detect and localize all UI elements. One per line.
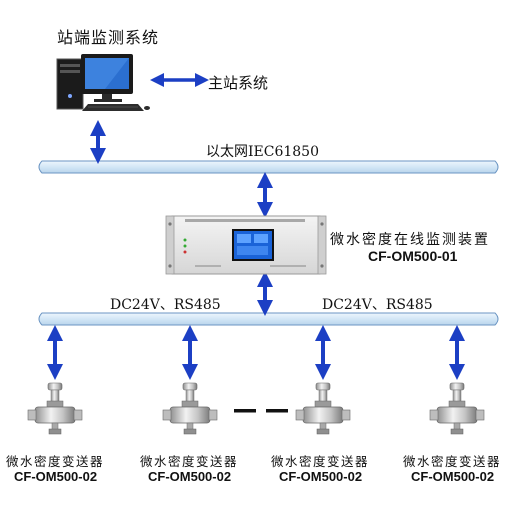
transmitter-4-model: CF-OM500-02 bbox=[411, 469, 495, 484]
monitor-device-icon bbox=[165, 215, 327, 275]
transmitter-2-name: 微水密度变送器 bbox=[140, 454, 239, 469]
transmitter-3-name: 微水密度变送器 bbox=[271, 454, 370, 469]
transmitter-4-icon bbox=[429, 382, 485, 435]
field-bus-label-left: DC24V、RS485 bbox=[110, 297, 221, 313]
more-transmitters-dashes bbox=[234, 409, 288, 413]
transmitter-1-name: 微水密度变送器 bbox=[6, 454, 105, 469]
transmitter-4-name: 微水密度变送器 bbox=[403, 454, 502, 469]
monitor-device-name: 微水密度在线监测装置 bbox=[330, 232, 490, 248]
field-bus bbox=[38, 312, 499, 326]
ethernet-bus-label: 以太网IEC61850 bbox=[206, 144, 319, 160]
transmitter-1-model: CF-OM500-02 bbox=[14, 469, 98, 484]
monitor-device-model: CF-OM500-01 bbox=[368, 248, 458, 264]
ethernet-bus bbox=[38, 160, 499, 174]
master-station-label: 主站系统 bbox=[208, 74, 269, 92]
transmitter-3-icon bbox=[295, 382, 351, 435]
transmitter-2-icon bbox=[162, 382, 218, 435]
transmitter-3-model: CF-OM500-02 bbox=[279, 469, 363, 484]
transmitter-1-icon bbox=[27, 382, 83, 435]
workstation-icon bbox=[56, 54, 150, 111]
field-bus-label-right: DC24V、RS485 bbox=[322, 297, 433, 313]
page-title: 站端监测系统 bbox=[57, 28, 160, 47]
transmitter-2-model: CF-OM500-02 bbox=[148, 469, 232, 484]
